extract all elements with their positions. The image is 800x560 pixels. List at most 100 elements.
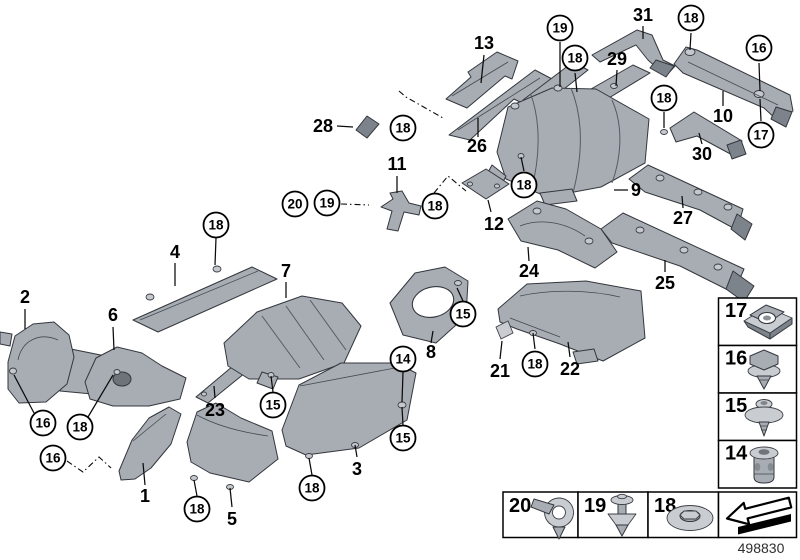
legend-fastener-18[interactable]: 18 bbox=[647, 491, 720, 539]
callout-circled-15[interactable]: 15 bbox=[389, 424, 417, 452]
callout-circled-19[interactable]: 19 bbox=[546, 14, 574, 42]
callout-label: 30 bbox=[692, 144, 712, 164]
legend-fastener-15[interactable]: 15 bbox=[717, 392, 798, 442]
callout-plain-12[interactable]: 12 bbox=[484, 214, 504, 234]
callout-circle[interactable] bbox=[29, 409, 57, 437]
callout-circle[interactable] bbox=[298, 474, 326, 502]
part-27 bbox=[628, 164, 753, 241]
callout-circled-16[interactable]: 16 bbox=[745, 34, 773, 62]
callout-circle[interactable] bbox=[650, 84, 678, 112]
callout-circled-15[interactable]: 15 bbox=[449, 300, 477, 328]
part-22-outline bbox=[497, 280, 646, 362]
callout-plain-22[interactable]: 22 bbox=[560, 359, 580, 379]
callout-circle[interactable] bbox=[677, 4, 705, 32]
callout-circle[interactable] bbox=[313, 189, 341, 217]
callout-circled-18[interactable]: 18 bbox=[650, 84, 678, 112]
callout-circle[interactable] bbox=[421, 192, 449, 220]
callout-circle[interactable] bbox=[546, 14, 574, 42]
callout-circle[interactable] bbox=[39, 444, 67, 472]
callout-circle[interactable] bbox=[183, 495, 211, 523]
callout-circle[interactable] bbox=[561, 44, 589, 72]
clamp-clip-icon bbox=[530, 497, 574, 540]
callout-label: 8 bbox=[426, 342, 436, 362]
callout-circled-18[interactable]: 18 bbox=[183, 495, 211, 523]
callout-plain-31[interactable]: 31 bbox=[633, 5, 653, 25]
part-30-bolt bbox=[660, 129, 668, 135]
callout-circled-18[interactable]: 18 bbox=[389, 114, 417, 142]
callout-circle[interactable] bbox=[202, 211, 230, 239]
callout-circle[interactable] bbox=[389, 424, 417, 452]
part-9-rib bbox=[570, 87, 581, 194]
callout-circle[interactable] bbox=[510, 171, 538, 199]
callout-circle[interactable] bbox=[521, 350, 549, 378]
callout-plain-1[interactable]: 1 bbox=[140, 486, 150, 506]
callout-circle[interactable] bbox=[389, 114, 417, 142]
callout-label: 1 bbox=[140, 486, 150, 506]
callout-circled-18[interactable]: 18 bbox=[202, 211, 230, 239]
leader-line bbox=[532, 332, 536, 350]
callout-plain-11[interactable]: 11 bbox=[387, 154, 406, 174]
callout-plain-3[interactable]: 3 bbox=[352, 459, 362, 479]
leader-line bbox=[615, 69, 618, 87]
callout-circle[interactable] bbox=[449, 300, 477, 328]
callout-circled-18[interactable]: 18 bbox=[298, 474, 326, 502]
legend-fastener-17[interactable]: 17 bbox=[717, 297, 798, 347]
part-12-bolt bbox=[467, 181, 473, 187]
callout-circled-15[interactable]: 15 bbox=[259, 391, 287, 419]
part-27-flag bbox=[730, 213, 753, 241]
callout-circled-17[interactable]: 17 bbox=[747, 121, 775, 149]
threaded-insert-icon bbox=[749, 446, 779, 484]
callout-circle[interactable] bbox=[281, 190, 309, 218]
callout-plain-21[interactable]: 21 bbox=[490, 361, 510, 381]
callout-circled-18[interactable]: 18 bbox=[510, 171, 538, 199]
callout-circled-18[interactable]: 18 bbox=[561, 44, 589, 72]
callout-plain-5[interactable]: 5 bbox=[227, 509, 237, 529]
callout-circled-16[interactable]: 16 bbox=[29, 409, 57, 437]
callout-circle[interactable] bbox=[745, 34, 773, 62]
callout-plain-7[interactable]: 7 bbox=[281, 261, 291, 281]
callout-circled-18[interactable]: 18 bbox=[421, 192, 449, 220]
legend: 17 16 15 bbox=[502, 297, 798, 540]
callout-circled-20[interactable]: 20 bbox=[281, 190, 309, 218]
callout-circle[interactable] bbox=[66, 413, 94, 441]
callout-circled-18[interactable]: 18 bbox=[677, 4, 705, 32]
part-22-fold bbox=[509, 317, 561, 338]
part-31 bbox=[591, 29, 676, 78]
callout-circled-19[interactable]: 19 bbox=[313, 189, 341, 217]
legend-fastener-14[interactable]: 14 bbox=[717, 439, 798, 489]
callout-plain-25[interactable]: 25 bbox=[655, 273, 675, 293]
callout-plain-23[interactable]: 23 bbox=[205, 400, 225, 420]
callout-plain-30[interactable]: 30 bbox=[692, 144, 712, 164]
callout-plain-13[interactable]: 13 bbox=[474, 33, 494, 53]
legend-fastener-19[interactable]: 19 bbox=[577, 491, 649, 539]
callout-plain-10[interactable]: 10 bbox=[713, 106, 733, 126]
callout-plain-26[interactable]: 26 bbox=[467, 136, 487, 156]
callout-plain-8[interactable]: 8 bbox=[426, 342, 436, 362]
callout-plain-29[interactable]: 29 bbox=[607, 49, 627, 69]
callout-plain-2[interactable]: 2 bbox=[20, 287, 30, 307]
part-6-outline bbox=[84, 346, 187, 407]
legend-fastener-16[interactable]: 16 bbox=[717, 344, 798, 394]
callout-circle[interactable] bbox=[259, 391, 287, 419]
callout-circled-18[interactable]: 18 bbox=[521, 350, 549, 378]
callout-label: 29 bbox=[607, 49, 627, 69]
callout-plain-28[interactable]: 28 bbox=[313, 116, 333, 136]
callout-circled-14[interactable]: 14 bbox=[389, 345, 417, 373]
callout-circle[interactable] bbox=[747, 121, 775, 149]
leader-line bbox=[574, 72, 578, 93]
callout-circled-18[interactable]: 18 bbox=[66, 413, 94, 441]
callout-plain-4[interactable]: 4 bbox=[170, 242, 180, 262]
callout-plain-9[interactable]: 9 bbox=[631, 180, 641, 200]
callout-plain-6[interactable]: 6 bbox=[108, 305, 118, 325]
callout-circled-16[interactable]: 16 bbox=[39, 444, 67, 472]
callout-label: 9 bbox=[631, 180, 641, 200]
part-22-tab bbox=[572, 348, 599, 365]
callout-plain-24[interactable]: 24 bbox=[519, 261, 539, 281]
callout-circle[interactable] bbox=[389, 345, 417, 373]
callout-plain-27[interactable]: 27 bbox=[673, 208, 693, 228]
part-1-edge bbox=[132, 413, 167, 442]
part-13 bbox=[445, 51, 519, 109]
legend-fastener-20[interactable]: 20 bbox=[502, 491, 579, 540]
leader-line bbox=[142, 462, 146, 486]
